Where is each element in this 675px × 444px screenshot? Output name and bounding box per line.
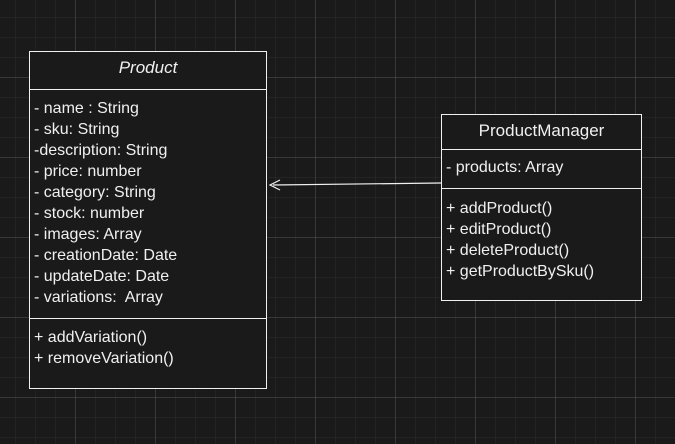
attribute: - updateDate: Date xyxy=(34,268,170,285)
section-divider xyxy=(30,318,266,319)
attribute: - creationDate: Date xyxy=(34,247,178,264)
method: + addProduct() xyxy=(446,200,553,217)
section-divider xyxy=(442,188,641,189)
attribute: -description: String xyxy=(34,142,168,159)
product-manager-attributes: - products: Array xyxy=(442,150,641,188)
attribute: - images: Array xyxy=(34,226,142,243)
association-line xyxy=(272,182,442,186)
method: + deleteProduct() xyxy=(446,242,570,259)
attribute: - price: number xyxy=(34,163,142,180)
product-manager-methods: + addProduct() + editProduct() + deleteP… xyxy=(442,189,641,282)
product-attributes: - name : String - sku: String -descripti… xyxy=(30,90,266,318)
product-class-box[interactable]: Product - name : String - sku: String -d… xyxy=(29,51,267,389)
attribute: - sku: String xyxy=(34,121,120,138)
attribute: - stock: number xyxy=(34,205,145,222)
product-manager-class-box[interactable]: ProductManager - products: Array + addPr… xyxy=(441,114,642,301)
method: + editProduct() xyxy=(446,221,552,238)
method: + getProductBySku() xyxy=(446,263,595,280)
method: + addVariation() xyxy=(34,329,148,346)
product-manager-class-name: ProductManager xyxy=(442,115,641,150)
attribute: - products: Array xyxy=(446,159,564,176)
attribute: - category: String xyxy=(34,184,156,201)
attribute: - variations: Array xyxy=(34,289,163,306)
arrowhead-icon xyxy=(268,179,281,191)
product-class-name: Product xyxy=(30,52,266,90)
product-methods: + addVariation() + removeVariation() xyxy=(30,319,266,369)
attribute: - name : String xyxy=(34,100,139,117)
method: + removeVariation() xyxy=(34,350,174,367)
